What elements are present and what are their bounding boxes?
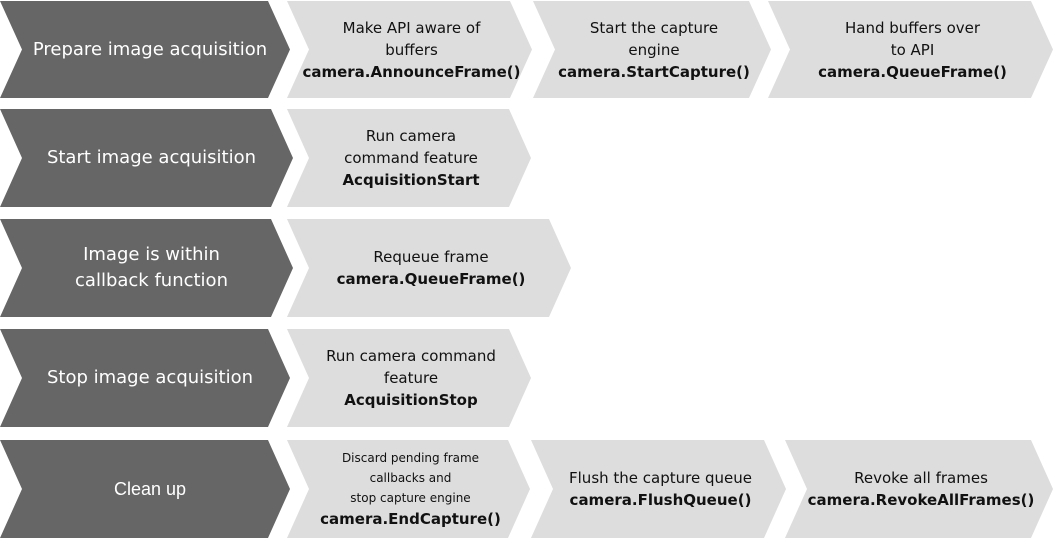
stage-label: Image is within callback function [75, 244, 228, 291]
step-code: camera.QueueFrame() [336, 270, 526, 288]
step-description: Revoke all frames [854, 469, 988, 487]
step-code: camera.QueueFrame() [818, 62, 1007, 81]
stage-label: Prepare image acquisition [32, 38, 268, 60]
stage-label: Clean up [113, 479, 187, 499]
step-queue-frame: Hand buffers over to API camera.QueueFra… [768, 1, 1053, 98]
stage-stop-image-acquisition: Stop image acquisition [0, 329, 290, 427]
step-description: Start the capture engine [589, 18, 719, 59]
step-requeue-frame: Requeue frame camera.QueueFrame() [287, 219, 571, 317]
step-description: Discard pending frame callbacks and stop… [341, 451, 480, 505]
step-acquisition-start: Run camera command feature AcquisitionSt… [287, 109, 531, 207]
stage-label: Start image acquisition [46, 147, 257, 168]
stage-image-within-callback: Image is within callback function [0, 219, 293, 317]
step-flush-queue: Flush the capture queue camera.FlushQueu… [531, 440, 786, 538]
step-code: camera.FlushQueue() [569, 491, 752, 509]
stage-clean-up: Clean up [0, 440, 290, 538]
step-code: camera.AnnounceFrame() [302, 62, 521, 81]
step-description: Requeue frame [373, 248, 489, 266]
step-code: camera.EndCapture() [320, 510, 501, 528]
step-code: camera.StartCapture() [558, 62, 750, 81]
step-code: camera.RevokeAllFrames() [807, 491, 1035, 509]
step-revoke-all-frames: Revoke all frames camera.RevokeAllFrames… [785, 440, 1053, 538]
step-description: Run camera command feature [344, 127, 478, 167]
stage-label: Stop image acquisition [46, 367, 254, 388]
step-start-capture: Start the capture engine camera.StartCap… [533, 1, 771, 98]
step-description: Make API aware of buffers [342, 18, 481, 59]
step-description: Hand buffers over to API [844, 18, 981, 59]
step-code: AcquisitionStop [344, 391, 478, 409]
stage-prepare-image-acquisition: Prepare image acquisition [0, 1, 290, 98]
step-description: Run camera command feature [326, 347, 496, 387]
stage-start-image-acquisition: Start image acquisition [0, 109, 293, 207]
step-code: AcquisitionStart [342, 171, 480, 189]
step-acquisition-stop: Run camera command feature AcquisitionSt… [287, 329, 531, 427]
step-description: Flush the capture queue [569, 469, 752, 487]
step-end-capture: Discard pending frame callbacks and stop… [287, 440, 530, 538]
step-announce-frame: Make API aware of buffers camera.Announc… [287, 1, 532, 98]
